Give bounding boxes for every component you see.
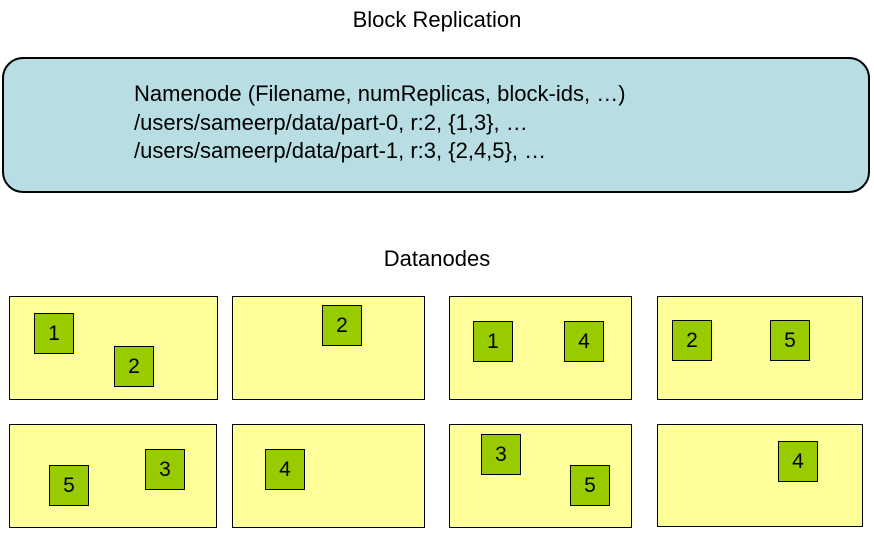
namenode-line-part0: /users/sameerp/data/part-0, r:2, {1,3}, … (134, 109, 528, 135)
block-3-on-dn5: 3 (145, 449, 185, 490)
block-5-on-dn5: 5 (49, 465, 89, 506)
page-title: Block Replication (352, 7, 522, 32)
namenode-line-signature: Namenode (Filename, numReplicas, block-i… (134, 81, 626, 106)
block-2-on-dn1: 2 (114, 346, 154, 387)
datanode-box-dn2: 2 (232, 296, 425, 400)
datanode-box-dn8: 4 (657, 424, 863, 527)
block-5-on-dn4: 5 (770, 320, 810, 361)
block-2-on-dn4: 2 (672, 320, 712, 361)
namenode-line-part1: /users/sameerp/data/part-1, r:3, {2,4,5}… (134, 138, 547, 163)
datanode-box-dn6: 4 (232, 424, 425, 528)
block-5-on-dn7: 5 (570, 465, 610, 506)
block-1-on-dn3: 1 (473, 321, 513, 362)
block-3-on-dn7: 3 (481, 434, 521, 475)
block-4-on-dn6: 4 (265, 449, 305, 490)
block-1-on-dn1: 1 (34, 313, 74, 354)
datanodes-heading: Datanodes (383, 246, 491, 271)
namenode-text: Namenode (Filename, numReplicas, block-i… (134, 80, 626, 166)
block-2-on-dn2: 2 (322, 305, 362, 346)
namenode-box: Namenode (Filename, numReplicas, block-i… (2, 57, 870, 193)
block-4-on-dn3: 4 (564, 321, 604, 362)
block-4-on-dn8: 4 (778, 441, 818, 482)
